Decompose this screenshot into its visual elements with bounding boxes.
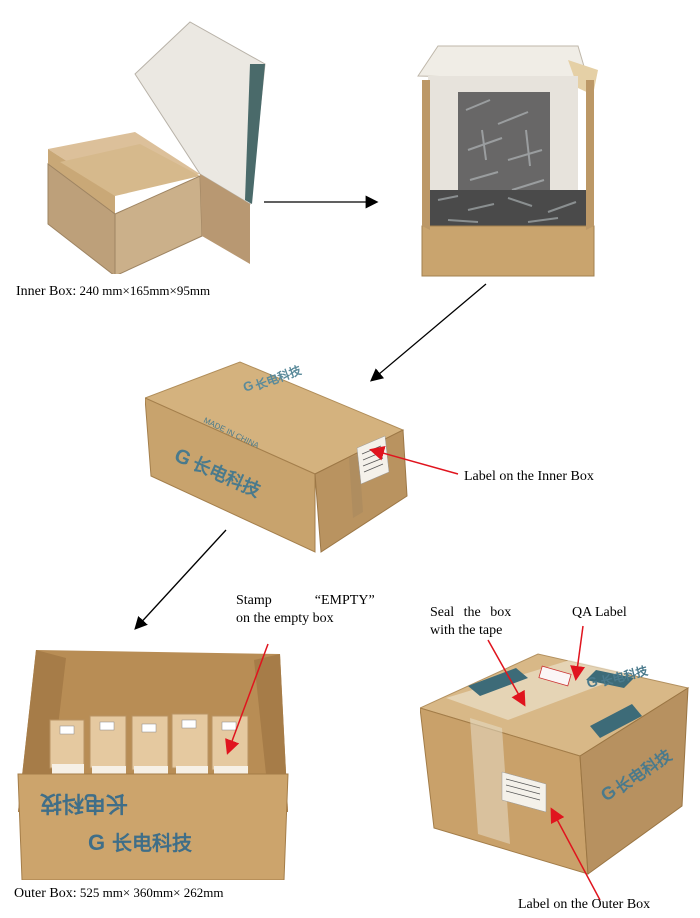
outer-box-caption-dims: 525 mm× 360mm× 262mm xyxy=(79,885,224,900)
outer-box-caption: Outer Box: 525 mm× 360mm× 262mm xyxy=(14,884,223,903)
svg-text:G: G xyxy=(88,830,105,855)
closed-inner-box-photo: G 长电科技 MADE IN CHINA G 长电科技 xyxy=(145,356,410,556)
inner-box-caption-label: Inner Box: xyxy=(16,284,77,299)
inner-box-caption: Inner Box: 240 mm×165mm×95mm xyxy=(16,282,210,301)
seal-line1: Seal the box xyxy=(430,605,512,620)
filled-inner-box-photo xyxy=(408,40,608,280)
open-outer-box-photo: 长电科技 G 长电科技 xyxy=(8,644,296,880)
empty-inner-box-photo xyxy=(40,14,270,274)
label-outer-box-annotation: Label on the Outer Box xyxy=(518,897,651,912)
inner-box-caption-dims: 240 mm×165mm×95mm xyxy=(79,283,211,298)
stamp-line2: on the empty box xyxy=(236,611,334,626)
seal-annotation: Seal the box with the tape xyxy=(430,604,511,640)
seal-line2: with the tape xyxy=(430,623,503,638)
stamp-annotation: Stamp “EMPTY” on the empty box xyxy=(236,592,375,628)
stamp-word: “EMPTY” xyxy=(314,593,375,608)
stamp-line1: Stamp xyxy=(236,593,272,608)
outer-box-caption-label: Outer Box: xyxy=(14,886,77,901)
brand-print-outer-front: 长电科技 xyxy=(112,831,193,855)
brand-print-upside: 长电科技 xyxy=(39,791,128,816)
svg-text:G: G xyxy=(585,673,600,691)
label-inner-box-annotation: Label on the Inner Box xyxy=(464,469,594,484)
sealed-outer-box-photo: G 长电科技 G 长电科技 xyxy=(420,652,690,882)
qa-label-annotation: QA Label xyxy=(572,605,627,620)
svg-text:G: G xyxy=(241,377,256,395)
